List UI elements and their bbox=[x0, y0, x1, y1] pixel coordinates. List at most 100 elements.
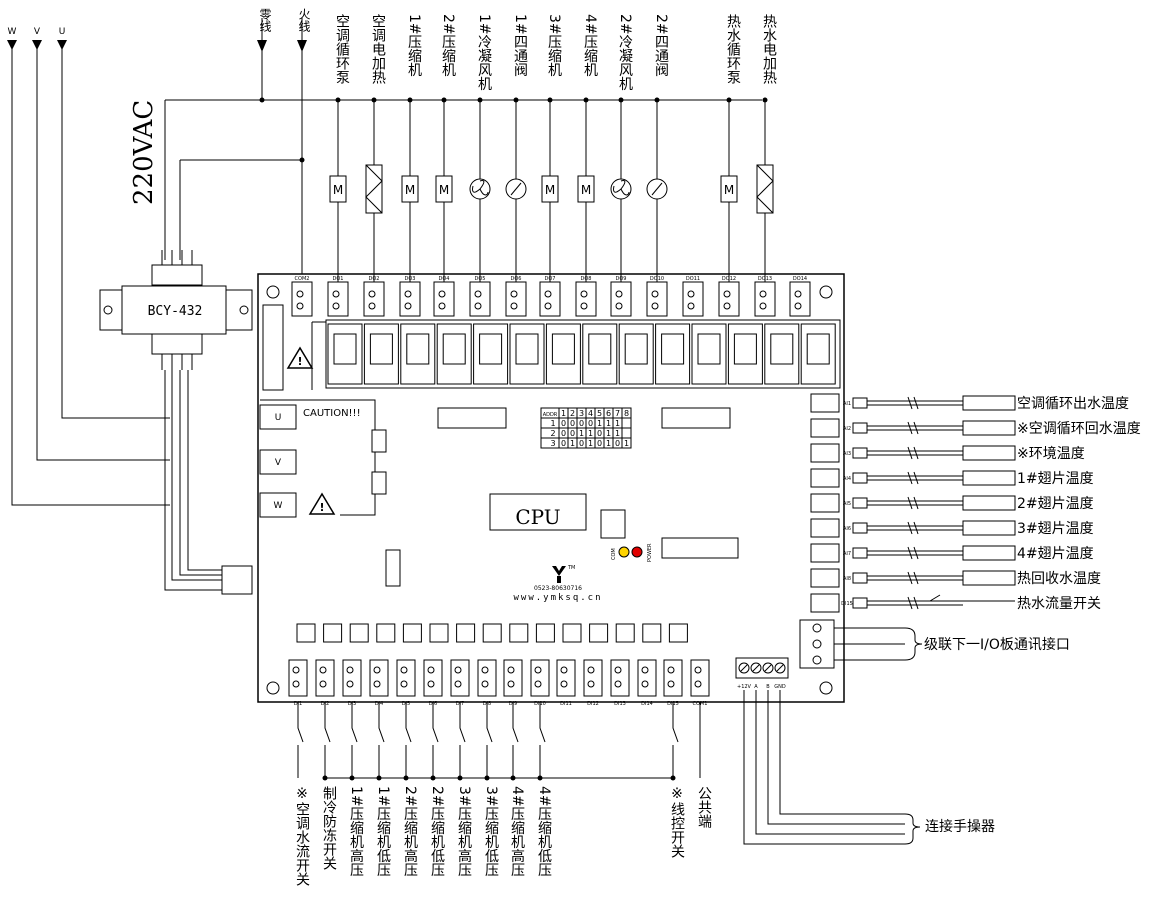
address-table-cell: 0 bbox=[588, 419, 593, 428]
top-terminal bbox=[789, 281, 811, 317]
input-switch-icon bbox=[512, 702, 519, 778]
hatched-area bbox=[260, 321, 376, 516]
top-terminal bbox=[754, 281, 776, 317]
address-table-cell: 0 bbox=[561, 429, 566, 438]
svg-text:!: ! bbox=[319, 501, 324, 514]
input-terminal bbox=[530, 659, 550, 697]
relay-bank bbox=[325, 319, 841, 389]
address-table-cell: 1 bbox=[615, 429, 620, 438]
address-table-cell: 0 bbox=[597, 439, 602, 448]
input-switch-icon bbox=[297, 702, 304, 778]
address-table-cell: 1 bbox=[588, 439, 593, 448]
top-terminal-block: COM2DO1DO2DO3DO4DO5DO6DO7DO8DO9DO10DO11D… bbox=[291, 276, 811, 317]
input-terminal bbox=[288, 659, 308, 697]
address-table-header: 7 bbox=[615, 409, 620, 418]
sensor-terminal-id: DI15 bbox=[841, 601, 853, 607]
address-table-header: ADDR bbox=[543, 412, 558, 418]
temp-probe bbox=[962, 470, 1016, 486]
sensor-terminal bbox=[810, 493, 840, 513]
relay bbox=[582, 323, 618, 385]
svg-text:M: M bbox=[545, 183, 555, 197]
input-terminal-small bbox=[668, 623, 688, 643]
input-terminal bbox=[396, 659, 416, 697]
input-terminal bbox=[369, 659, 389, 697]
address-table-cell: 3 bbox=[550, 439, 555, 448]
sensor-label: 2#翅片温度 bbox=[1017, 496, 1094, 512]
relay bbox=[473, 323, 509, 385]
sensor-terminal bbox=[810, 593, 840, 613]
address-table-cell: 1 bbox=[615, 419, 620, 428]
input-terminal-id: DI14 bbox=[641, 701, 653, 707]
address-table-cell: 1 bbox=[606, 419, 611, 428]
top-terminal bbox=[505, 281, 527, 317]
company-logo bbox=[552, 566, 566, 583]
sensor-terminal-id: AI6 bbox=[843, 526, 851, 532]
sensor-terminal bbox=[810, 568, 840, 588]
input-terminal-small bbox=[349, 623, 369, 643]
sensor-terminal-id: AI5 bbox=[843, 501, 851, 507]
temp-probe bbox=[962, 445, 1016, 461]
motor-icon bbox=[401, 175, 419, 203]
temp-probe bbox=[962, 545, 1016, 561]
led-power-label: POWER bbox=[647, 543, 653, 562]
top-terminal bbox=[718, 281, 740, 317]
input-terminal-small bbox=[323, 623, 343, 643]
address-table-cell: 1 bbox=[588, 429, 593, 438]
address-table-header: 3 bbox=[579, 409, 584, 418]
sensor-terminal-id: AI2 bbox=[843, 426, 851, 432]
input-terminal-small bbox=[402, 623, 422, 643]
input-terminal bbox=[315, 659, 335, 697]
keypad-terminal-label: B bbox=[766, 684, 770, 690]
temp-probe bbox=[962, 520, 1016, 536]
relay bbox=[655, 323, 691, 385]
phase-label-w: W bbox=[8, 27, 17, 37]
input-label: 1#压缩机高压 bbox=[348, 786, 364, 877]
relay bbox=[545, 323, 581, 385]
input-switch-icon bbox=[432, 702, 439, 778]
terminal-u-label: U bbox=[275, 413, 282, 423]
top-terminal bbox=[646, 281, 668, 317]
motor-icon bbox=[577, 175, 595, 203]
address-table-cell: 1 bbox=[606, 429, 611, 438]
input-terminal bbox=[423, 659, 443, 697]
sensor-label: ※空调循环回水温度 bbox=[1017, 421, 1141, 437]
address-table-cell: 0 bbox=[570, 419, 575, 428]
live-label: 火线 bbox=[297, 8, 311, 32]
input-terminal bbox=[663, 659, 683, 697]
top-terminal bbox=[575, 281, 597, 317]
relay bbox=[509, 323, 545, 385]
output-label: 2#压缩机 bbox=[440, 14, 456, 78]
supply-voltage-label: 220VAC bbox=[129, 100, 159, 205]
relay bbox=[618, 323, 654, 385]
relay bbox=[363, 323, 399, 385]
output-label: 3#压缩机 bbox=[546, 14, 562, 78]
top-terminal bbox=[682, 281, 704, 317]
input-terminal-small bbox=[456, 623, 476, 643]
address-table-cell: 0 bbox=[570, 429, 575, 438]
motor-icon bbox=[435, 175, 453, 203]
address-table-header: 5 bbox=[597, 409, 602, 418]
output-label: 热水电加热 bbox=[761, 14, 777, 84]
motor-icon bbox=[541, 175, 559, 203]
output-label: 空调循环泵 bbox=[334, 14, 350, 84]
sensor-terminal bbox=[810, 543, 840, 563]
input-terminal-small bbox=[535, 623, 555, 643]
input-terminal bbox=[690, 659, 710, 697]
output-label: 空调电加热 bbox=[370, 14, 386, 84]
svg-text:M: M bbox=[439, 183, 449, 197]
input-label: 4#压缩机高压 bbox=[509, 786, 525, 877]
phase-label-u: U bbox=[59, 27, 66, 37]
address-table-cell: 1 bbox=[606, 439, 611, 448]
led-com-label: COM bbox=[611, 548, 617, 560]
sensor-terminal bbox=[810, 443, 840, 463]
input-terminal bbox=[637, 659, 657, 697]
input-switch-icon bbox=[539, 702, 546, 778]
relay bbox=[327, 323, 363, 385]
relay bbox=[727, 323, 763, 385]
input-terminal-id: DI11 bbox=[560, 701, 572, 707]
svg-text:!: ! bbox=[297, 355, 302, 368]
phase-label-v: V bbox=[34, 27, 41, 37]
